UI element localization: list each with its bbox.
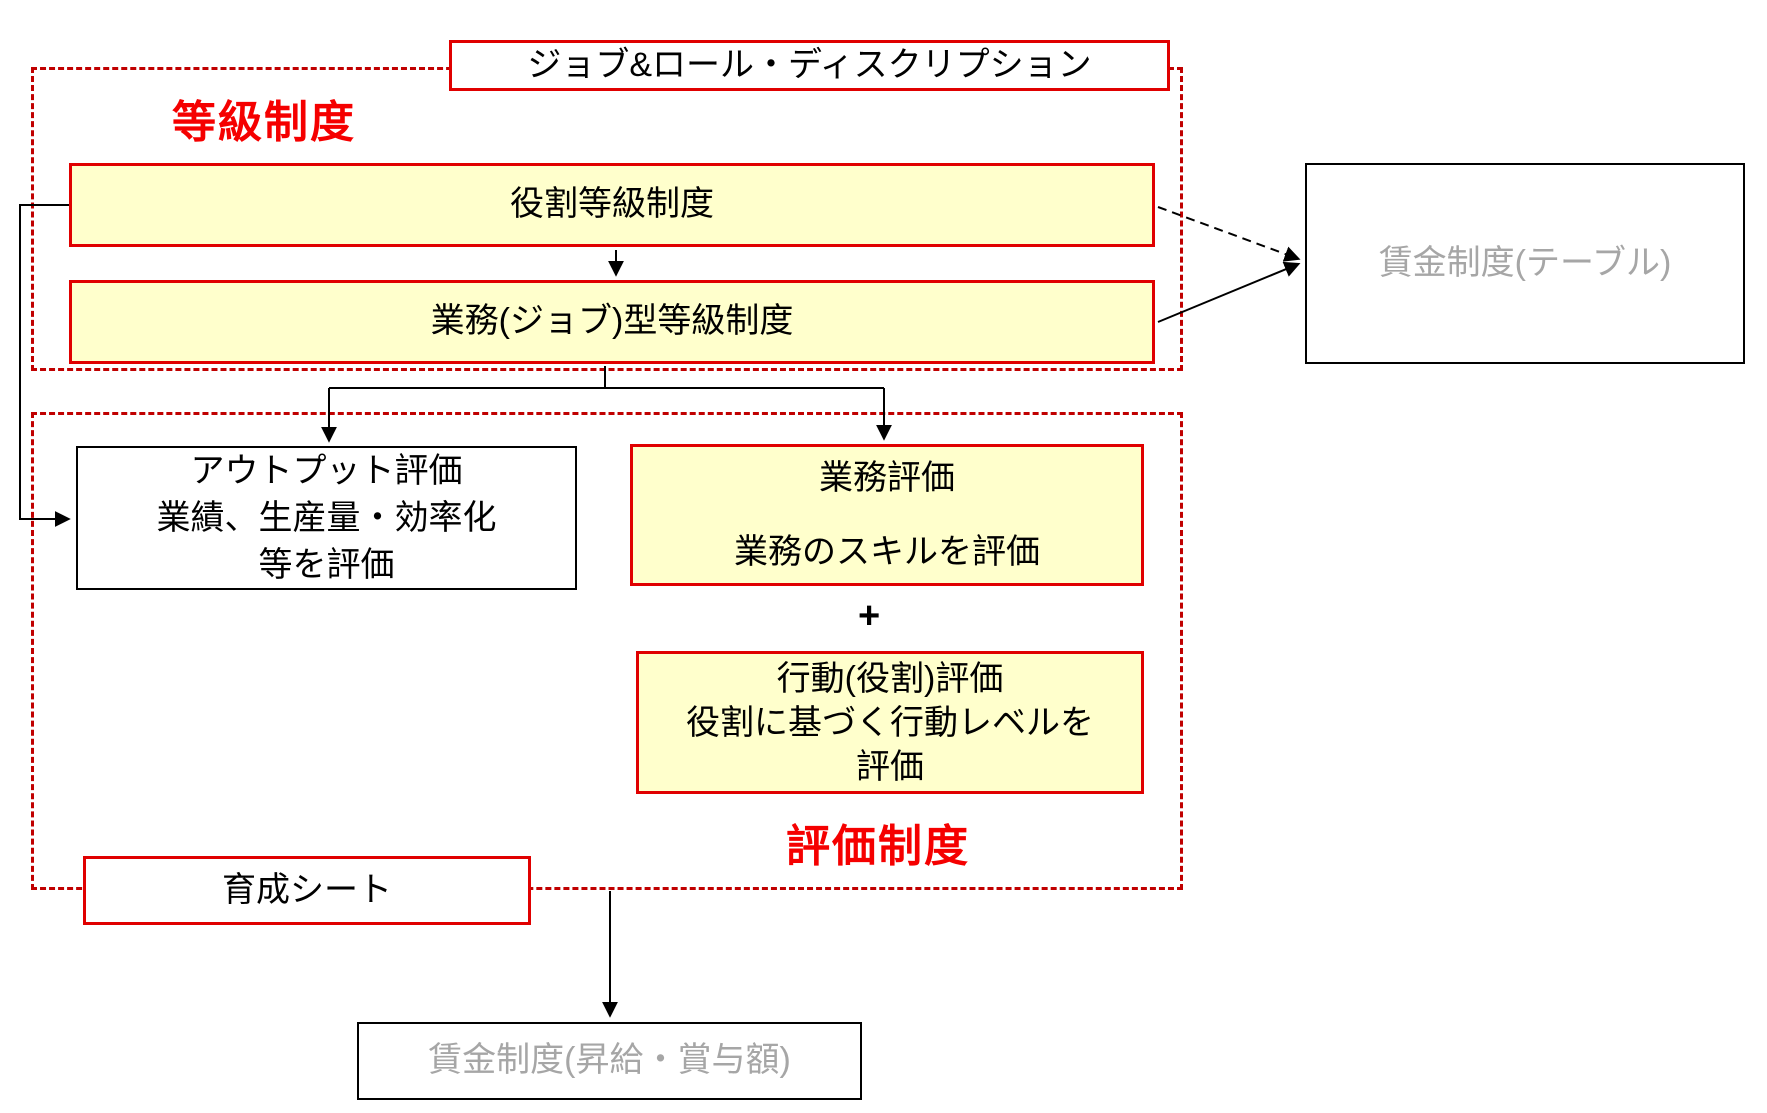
behavior-evaluation-box: 行動(役割)評価 役割に基づく行動レベルを 評価 — [636, 651, 1144, 794]
job-role-description-box: ジョブ&ロール・ディスクリプション — [449, 40, 1170, 91]
wage-table-box: 賃金制度(テーブル) — [1305, 163, 1745, 364]
output-evaluation-box: アウトプット評価 業績、生産量・効率化 等を評価 — [76, 446, 577, 590]
wage-raise-box: 賃金制度(昇給・賞与額) — [357, 1022, 862, 1100]
development-sheet-box: 育成シート — [83, 856, 531, 925]
job-grade-box: 業務(ジョブ)型等級制度 — [69, 280, 1155, 364]
grading-system-label: 等級制度 — [172, 98, 356, 147]
role-grade-box: 役割等級制度 — [69, 163, 1155, 247]
work-evaluation-box: 業務評価 業務のスキルを評価 — [630, 444, 1144, 586]
evaluation-system-label: 評価制度 — [786, 822, 970, 871]
plus-sign: + — [858, 595, 881, 637]
evaluation-system-region — [31, 412, 1183, 890]
